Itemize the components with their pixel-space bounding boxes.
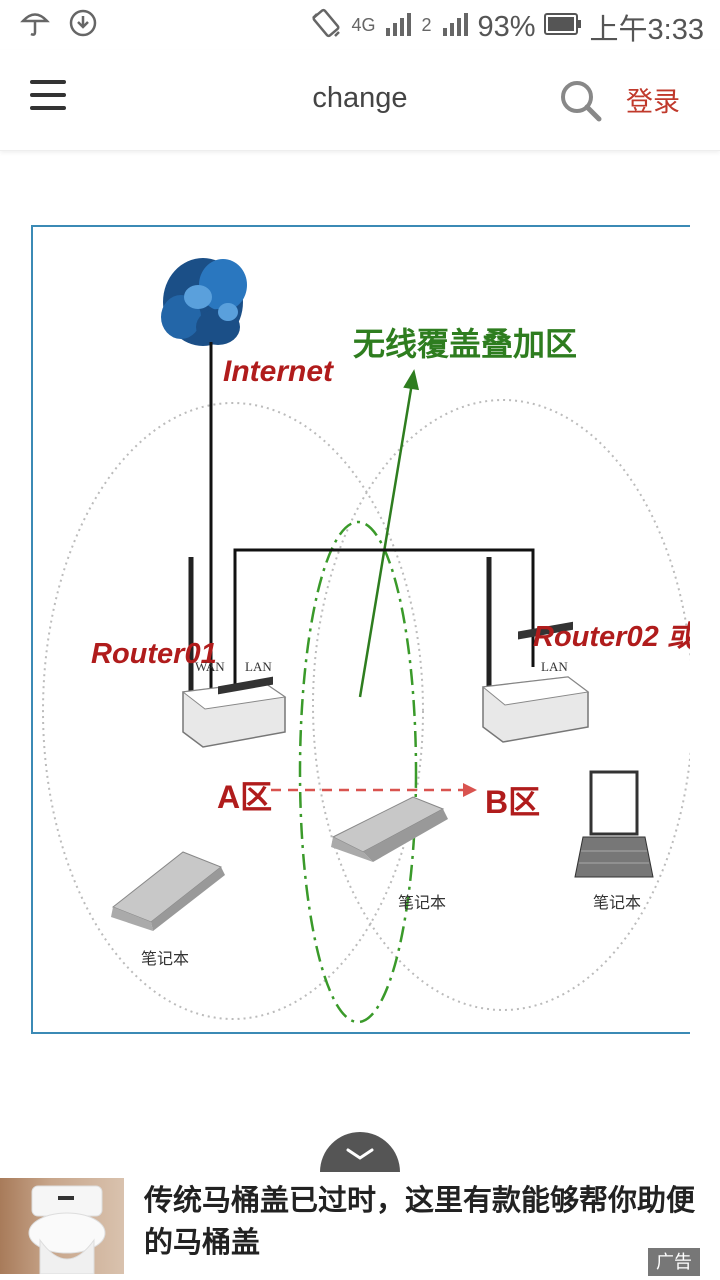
wan-label: WAN	[195, 659, 225, 674]
cloud-icon	[161, 258, 247, 346]
ad-banner[interactable]: 传统马桶盖已过时，这里有款能够帮你助便的马桶盖 广告	[0, 1172, 720, 1280]
lan-label: LAN	[541, 659, 568, 674]
battery-percent: 93%	[477, 10, 536, 43]
laptop-label: 笔记本	[398, 895, 447, 912]
overlap-zone-ellipse	[298, 520, 418, 1024]
ad-thumbnail[interactable]	[0, 1178, 124, 1274]
ad-title[interactable]: 传统马桶盖已过时，这里有款能够帮你助便的马桶盖	[144, 1185, 696, 1259]
login-button[interactable]: 登录	[626, 87, 680, 117]
lan-label: LAN	[245, 659, 272, 674]
laptop-icon	[574, 770, 654, 878]
sim2-label: 2	[421, 14, 432, 35]
router02-label: Router02 或 AP	[533, 621, 690, 653]
laptop-label: 笔记本	[593, 895, 642, 912]
download-icon	[68, 8, 98, 43]
laptop-icon	[331, 796, 448, 862]
vibrate-icon	[309, 6, 343, 48]
collapse-ad-button[interactable]	[320, 1132, 400, 1172]
signal-icon	[383, 8, 413, 46]
signal-icon	[440, 8, 470, 46]
status-bar: 4G 2 93% 上午3:33	[0, 0, 720, 50]
zone-a-label: A区	[217, 779, 273, 815]
overlap-zone-label: 无线覆盖叠加区	[353, 326, 578, 362]
page-title: change	[312, 82, 408, 114]
diagram-graphics	[42, 258, 690, 1024]
zone-b-label: B区	[485, 784, 541, 820]
router02-device	[481, 621, 590, 743]
ad-badge: 广告	[648, 1248, 700, 1276]
search-icon[interactable]	[558, 78, 604, 124]
router01-label: Router01	[91, 638, 217, 670]
overlap-arrow	[358, 376, 415, 698]
router01-device	[181, 676, 287, 748]
network-type: 4G	[351, 14, 376, 35]
battery-icon	[543, 11, 582, 44]
app-header: change 登录	[0, 50, 720, 151]
internet-label: Internet	[223, 355, 334, 388]
clock: 上午3:33	[589, 14, 704, 46]
chevron-down-icon	[346, 1148, 374, 1160]
coverage-circle-b	[312, 399, 690, 1011]
laptop-label: 笔记本	[141, 951, 190, 968]
umbrella-icon	[20, 8, 50, 43]
menu-icon[interactable]	[30, 80, 66, 120]
laptop-icon	[111, 851, 225, 931]
coverage-circle-a	[42, 402, 424, 1020]
network-diagram: Internet 无线覆盖叠加区 Router01 Router02 或 AP …	[31, 225, 690, 1034]
